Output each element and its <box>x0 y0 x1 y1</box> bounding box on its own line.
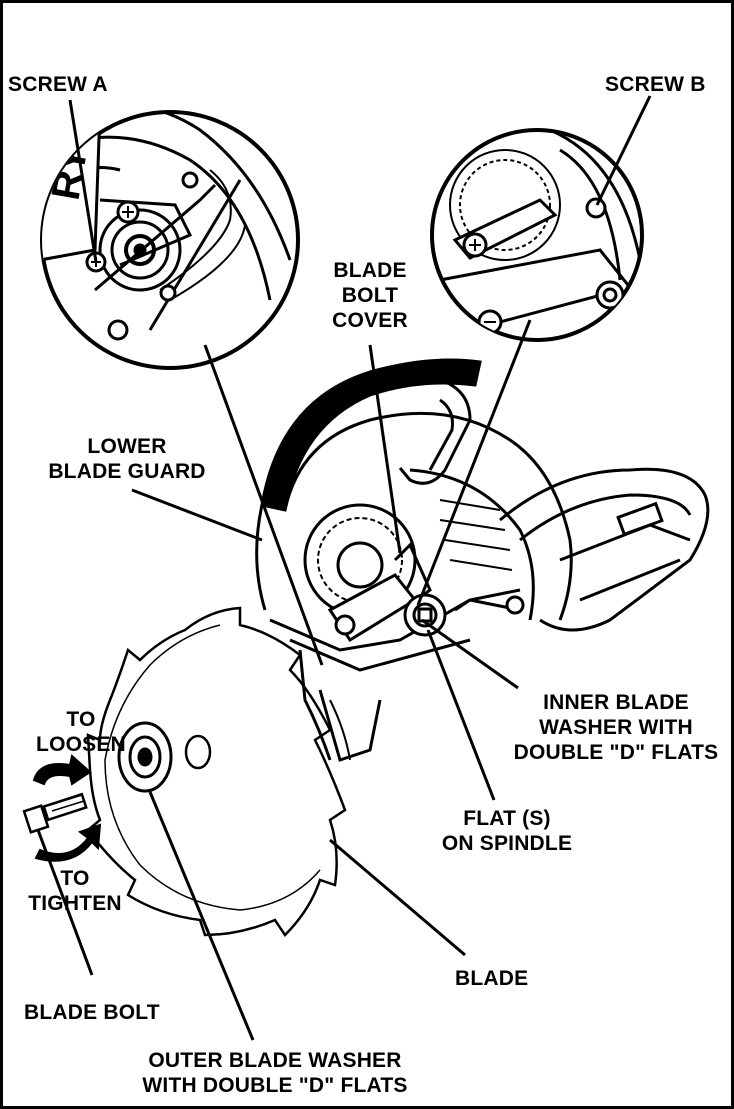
inset-detail-screw-a: RYO <box>40 110 300 370</box>
inset-detail-screw-b <box>430 128 644 342</box>
miter-saw <box>255 358 710 762</box>
blade-bolt <box>22 792 88 834</box>
outer-blade-washer <box>117 721 173 793</box>
label-blade: BLADE <box>455 967 529 990</box>
label-outer-blade-washer: OUTER BLADE WASHER WITH DOUBLE "D" FLATS <box>142 1049 408 1097</box>
saw-blade <box>86 606 347 937</box>
label-blade-bolt: BLADE BOLT <box>24 1001 160 1024</box>
label-lower-blade-guard: LOWER BLADE GUARD <box>48 435 206 483</box>
leader-lines <box>36 95 652 1041</box>
rotation-arrows <box>32 754 102 862</box>
label-screw-b: SCREW B <box>605 73 706 96</box>
label-flat-on-spindle: FLAT (S) ON SPINDLE <box>441 807 573 855</box>
label-blade-bolt-cover: BLADE BOLT COVER <box>332 259 408 332</box>
label-to-loosen: TO LOOSEN <box>36 708 126 756</box>
label-inner-blade-washer: INNER BLADE WASHER WITH DOUBLE "D" FLATS <box>513 691 719 764</box>
label-to-tighten: TO TIGHTEN <box>28 867 122 915</box>
label-screw-a: SCREW A <box>8 73 108 96</box>
